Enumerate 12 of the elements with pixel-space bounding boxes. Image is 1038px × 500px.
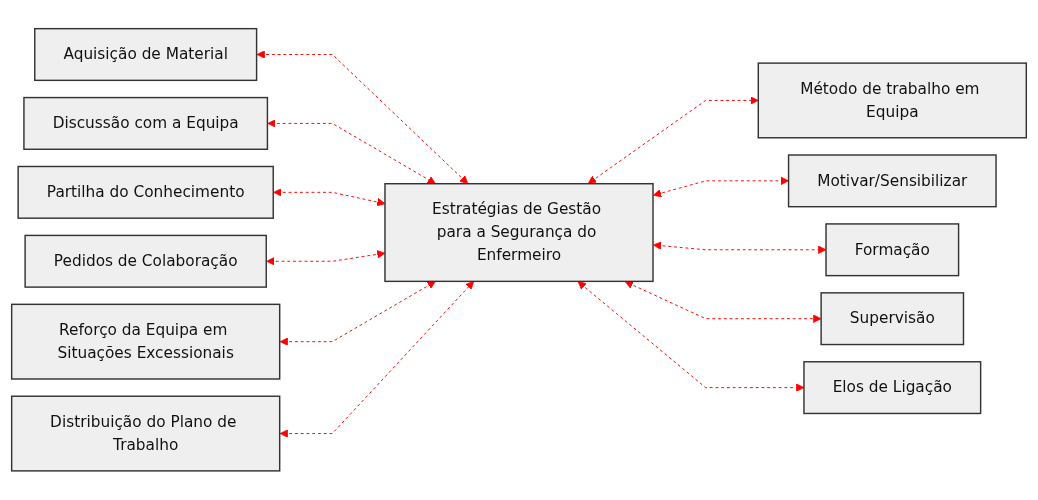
node-box: Reforço da Equipa em Situações Excessionais [10,303,281,380]
node-box: Aquisição de Material [34,28,258,82]
node-box: Distribuição do Plano de Trabalho [10,395,281,472]
node-box: Supervisão [820,292,965,346]
node-box: Elos de Ligação [803,361,982,415]
node-box: Motivar/Sensibilizar [787,154,997,208]
node-box: Partilha do Conhecimento [17,166,274,220]
node-box: Pedidos de Colaboração [24,234,267,289]
node-box: Método de trabalho em Equipa [757,62,1028,139]
node-box: Formação [825,223,960,277]
node-box: Discussão com a Equipa [23,97,269,151]
node-box: Estratégias de Gestão para a Segurança do Enfermeiro [384,183,654,283]
